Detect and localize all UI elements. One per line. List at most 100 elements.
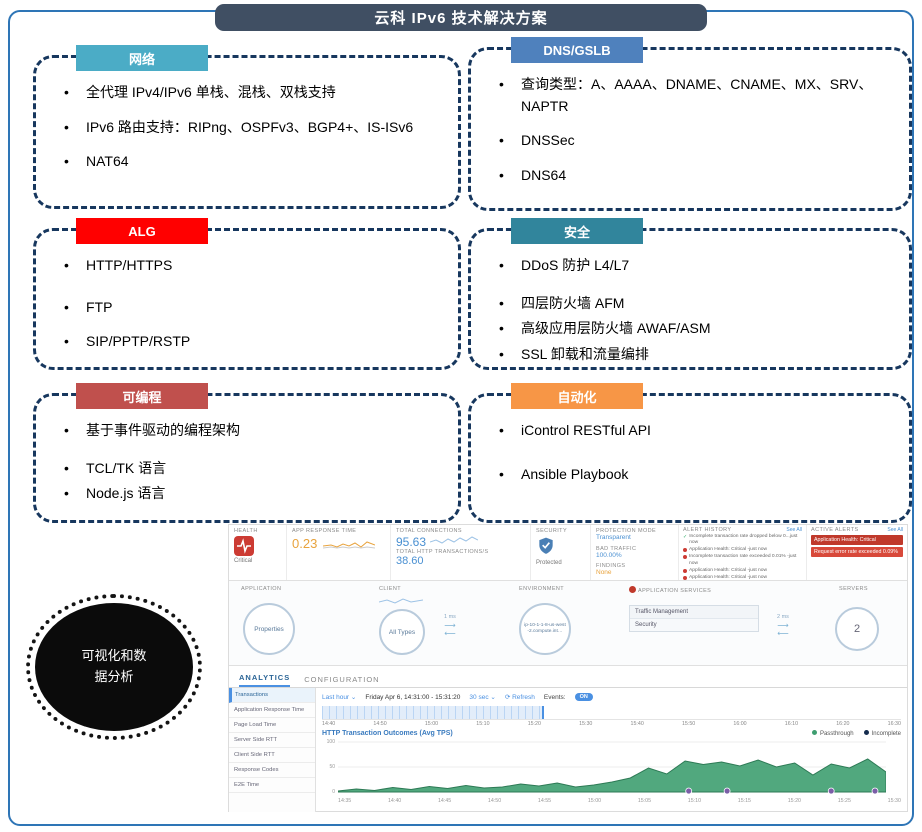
tab-configuration[interactable]: CONFIGURATION bbox=[304, 675, 380, 684]
bullet-item: 基于事件驱动的编程架构 bbox=[64, 420, 440, 442]
page-title-text: 云科 IPv6 技术解决方案 bbox=[374, 10, 548, 27]
security-label: SECURITY bbox=[536, 528, 568, 534]
timeline-scrubber[interactable] bbox=[322, 706, 901, 720]
client-environment-link: 1 ms ⟶ ⟵ bbox=[444, 614, 456, 638]
feature-box-automation: 自动化 iControl RESTful API Ansible Playboo… bbox=[468, 383, 912, 523]
events-toggle[interactable]: ON bbox=[574, 693, 593, 701]
sidebar-item-transactions[interactable]: Transactions bbox=[229, 688, 315, 703]
incomplete-dot-icon bbox=[863, 730, 869, 735]
x-tick: 15:00 bbox=[587, 798, 602, 804]
bullet-item: Ansible Playbook bbox=[499, 464, 891, 486]
analytics-sidebar: Transactions Application Response Time P… bbox=[229, 688, 316, 812]
viz-label-line1: 可视化和数 bbox=[81, 648, 147, 664]
timeline-tick: 16:00 bbox=[733, 721, 747, 727]
sidebar-item-app-response-time[interactable]: Application Response Time bbox=[229, 703, 315, 718]
passthrough-area-series bbox=[337, 758, 887, 793]
alg-chip: ALG bbox=[76, 218, 208, 244]
health-label: HEALTH bbox=[234, 528, 258, 534]
servers-node[interactable]: 2 bbox=[835, 607, 879, 651]
y-tick: 50 bbox=[329, 764, 335, 770]
bad-traffic-value: 100.00% bbox=[596, 551, 622, 559]
programmable-bullets: 基于事件驱动的编程架构 TCL/TK 语言 Node.js 语言 bbox=[36, 396, 458, 526]
service-security[interactable]: Security bbox=[630, 619, 758, 631]
active-alerts-panel: ACTIVE ALERTS See All Application Health… bbox=[807, 525, 907, 580]
protection-metric: PROTECTION MODE Transparent BAD TRAFFIC … bbox=[591, 525, 679, 580]
bullet-item: iControl RESTful API bbox=[499, 420, 891, 442]
chart-toolbar: Last hour ⌄ Friday Apr 6, 14:31:00 - 15:… bbox=[322, 690, 901, 704]
events-label: Events: bbox=[543, 693, 566, 701]
security-chip: 安全 bbox=[511, 218, 643, 244]
interval-dropdown[interactable]: 30 sec ⌄ bbox=[469, 694, 496, 701]
tps-chart-svg[interactable] bbox=[337, 739, 887, 795]
alert-history-item: Application Health: Critical -just now bbox=[683, 568, 802, 574]
health-heartbeat-icon bbox=[234, 536, 254, 556]
visualization-ellipse: 可视化和数 据分析 bbox=[35, 603, 193, 731]
feature-box-security: 安全 DDoS 防护 L4/L7 四层防火墙 AFM 高级应用层防火墙 AWAF… bbox=[468, 218, 912, 370]
red-dot-icon bbox=[683, 555, 687, 560]
timeline-tick: 15:40 bbox=[630, 721, 644, 727]
alert-history-see-all-link[interactable]: See All bbox=[786, 527, 802, 533]
connections-sparkline bbox=[430, 536, 479, 544]
client-sparkline bbox=[379, 598, 423, 604]
connections-metric: TOTAL CONNECTIONS 95.63 TOTAL HTTP TRANS… bbox=[391, 525, 531, 580]
sidebar-item-page-load-time[interactable]: Page Load Time bbox=[229, 718, 315, 733]
chart-title: HTTP Transaction Outcomes (Avg TPS) bbox=[322, 730, 453, 737]
dns-gslb-bullets: 查询类型：A、AAAA、DNAME、CNAME、MX、SRV、NAPTR DNS… bbox=[471, 50, 909, 208]
environment-node[interactable]: ip-10-1-1-8-us-west-2.compute.int… bbox=[519, 603, 571, 655]
arrow-right-icon: ⟶ bbox=[444, 620, 456, 630]
event-marker[interactable] bbox=[723, 787, 731, 795]
event-marker[interactable] bbox=[685, 787, 693, 795]
response-time-sparkline bbox=[323, 540, 376, 549]
event-marker[interactable] bbox=[827, 787, 835, 795]
red-dot-icon bbox=[683, 548, 687, 553]
alert-history-item: ✓ Incomplete transaction rate dropped be… bbox=[683, 534, 798, 546]
bullet-item: DNS64 bbox=[499, 165, 891, 187]
client-column-label: CLIENT bbox=[379, 586, 401, 592]
automation-bullets: iControl RESTful API Ansible Playbook bbox=[471, 396, 909, 506]
protection-mode-value: Transparent bbox=[596, 534, 631, 541]
sidebar-item-server-side-rtt[interactable]: Server Side RTT bbox=[229, 733, 315, 748]
feature-box-programmable: 可编程 基于事件驱动的编程架构 TCL/TK 语言 Node.js 语言 bbox=[33, 383, 461, 526]
chart-main-area: Last hour ⌄ Friday Apr 6, 14:31:00 - 15:… bbox=[316, 688, 907, 812]
range-dropdown[interactable]: Last hour ⌄ bbox=[322, 694, 357, 701]
application-column-label: APPLICATION bbox=[241, 586, 282, 592]
network-chip: 网络 bbox=[76, 45, 208, 71]
dns-gslb-chip: DNS/GSLB bbox=[511, 37, 643, 63]
total-http-transactions-label: TOTAL HTTP TRANSACTIONS/s bbox=[396, 549, 489, 555]
service-traffic-management[interactable]: Traffic Management bbox=[630, 606, 758, 619]
alg-bullets: HTTP/HTTPS FTP SIP/PPTP/RSTP bbox=[36, 231, 458, 374]
total-http-transactions-value: 38.60 bbox=[396, 555, 424, 567]
alert-history-item: Application Health: Critical -just now bbox=[683, 575, 802, 581]
date-range-label: Friday Apr 6, 14:31:00 - 15:31:20 bbox=[365, 693, 461, 701]
client-node[interactable]: All Types bbox=[379, 609, 425, 655]
tab-analytics[interactable]: ANALYTICS bbox=[239, 673, 291, 687]
bullet-item: SIP/PPTP/RSTP bbox=[64, 331, 440, 353]
automation-chip: 自动化 bbox=[511, 383, 643, 409]
application-node[interactable]: Properties bbox=[243, 603, 295, 655]
bullet-item: IPv6 路由支持：RIPng、OSPFv3、BGP4+、IS-ISv6 bbox=[64, 117, 440, 139]
legend-passthrough: Passthrough bbox=[811, 730, 854, 737]
security-shield-icon bbox=[539, 537, 553, 554]
x-tick: 15:20 bbox=[787, 798, 801, 804]
x-tick: 14:40 bbox=[387, 798, 402, 804]
timeline-tick: 16:20 bbox=[836, 721, 850, 727]
bad-traffic-label: BAD TRAFFIC bbox=[596, 545, 637, 552]
bullet-item: 查询类型：A、AAAA、DNAME、CNAME、MX、SRV、NAPTR bbox=[499, 74, 891, 117]
sidebar-item-e2e-time[interactable]: E2E Time bbox=[229, 778, 315, 793]
sidebar-item-response-codes[interactable]: Response Codes bbox=[229, 763, 315, 778]
red-dot-icon bbox=[683, 568, 687, 573]
active-alerts-see-all-link[interactable]: See All bbox=[887, 527, 903, 533]
bullet-item: HTTP/HTTPS bbox=[64, 255, 440, 277]
feature-box-dns-gslb: DNS/GSLB 查询类型：A、AAAA、DNAME、CNAME、MX、SRV、… bbox=[468, 37, 912, 211]
timeline-selection[interactable] bbox=[322, 706, 545, 719]
legend-incomplete: Incomplete bbox=[863, 730, 901, 737]
total-connections-value: 95.63 bbox=[396, 535, 427, 549]
security-bullets: DDoS 防护 L4/L7 四层防火墙 AFM 高级应用层防火墙 AWAF/AS… bbox=[471, 231, 909, 387]
arrow-left-icon: ⟵ bbox=[777, 628, 789, 638]
refresh-button[interactable]: ⟳ Refresh bbox=[504, 694, 535, 701]
environment-column-label: ENVIRONMENT bbox=[519, 586, 565, 592]
event-marker[interactable] bbox=[871, 787, 879, 795]
sidebar-item-client-side-rtt[interactable]: Client Side RTT bbox=[229, 748, 315, 763]
